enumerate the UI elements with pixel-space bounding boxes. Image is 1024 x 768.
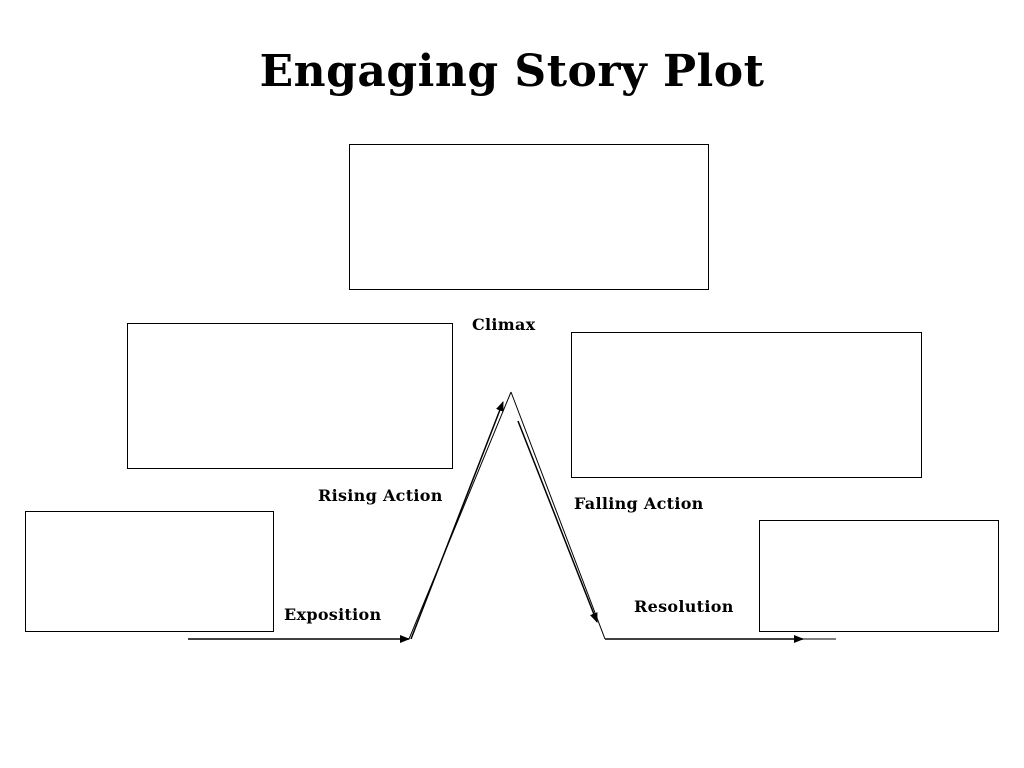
falling-action-line-outer — [510, 391, 606, 640]
rising-action-label: Rising Action — [318, 486, 443, 505]
page-title: Engaging Story Plot — [259, 46, 765, 97]
rising-action-line-outer — [408, 391, 512, 640]
resolution-box[interactable] — [759, 520, 999, 632]
rising-action-box[interactable] — [127, 323, 453, 469]
exposition-label: Exposition — [284, 605, 382, 624]
rising-action-arrow — [410, 401, 504, 640]
falling-action-label: Falling Action — [574, 494, 704, 513]
exposition-box[interactable] — [25, 511, 274, 632]
climax-box[interactable] — [349, 144, 709, 290]
climax-label: Climax — [472, 315, 536, 334]
resolution-label: Resolution — [634, 597, 734, 616]
falling-action-box[interactable] — [571, 332, 922, 478]
falling-action-arrow — [517, 420, 598, 623]
